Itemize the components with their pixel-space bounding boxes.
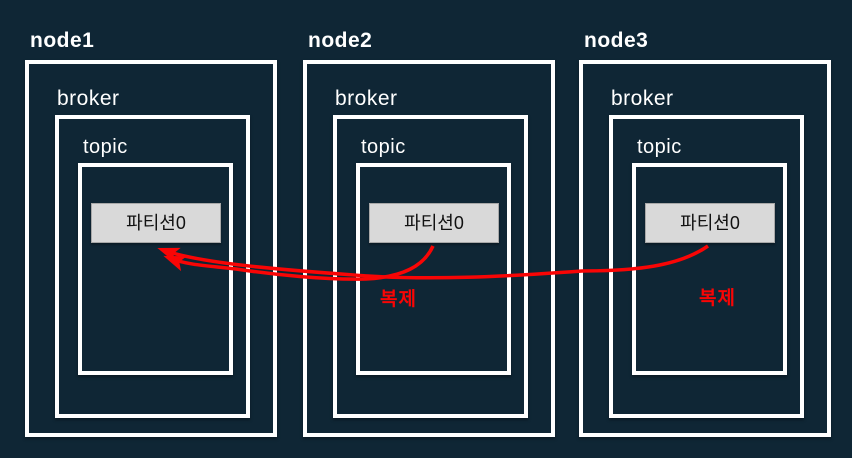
- node3-broker-label: broker: [611, 87, 674, 110]
- node1-group: node1 broker topic 파티션0: [25, 29, 277, 439]
- node1-partition0: 파티션0: [91, 203, 221, 243]
- node3-topic-box: [632, 163, 787, 375]
- node3-topic-label: topic: [637, 136, 682, 158]
- node3-replication-label: 복제: [699, 288, 736, 309]
- node1-label: node1: [30, 29, 95, 52]
- node2-topic-label: topic: [361, 136, 406, 158]
- node2-replication-label: 복제: [380, 289, 417, 310]
- node3-label: node3: [584, 29, 649, 52]
- node3-partition0: 파티션0: [645, 203, 775, 243]
- node2-label: node2: [308, 29, 373, 52]
- node2-partition0: 파티션0: [369, 203, 499, 243]
- node3-group: node3 broker topic 파티션0: [579, 29, 831, 439]
- node1-topic-box: [78, 163, 233, 375]
- node1-broker-label: broker: [57, 87, 120, 110]
- node2-broker-label: broker: [335, 87, 398, 110]
- node2-group: node2 broker topic 파티션0: [303, 29, 555, 439]
- node1-topic-label: topic: [83, 136, 128, 158]
- node2-topic-box: [356, 163, 511, 375]
